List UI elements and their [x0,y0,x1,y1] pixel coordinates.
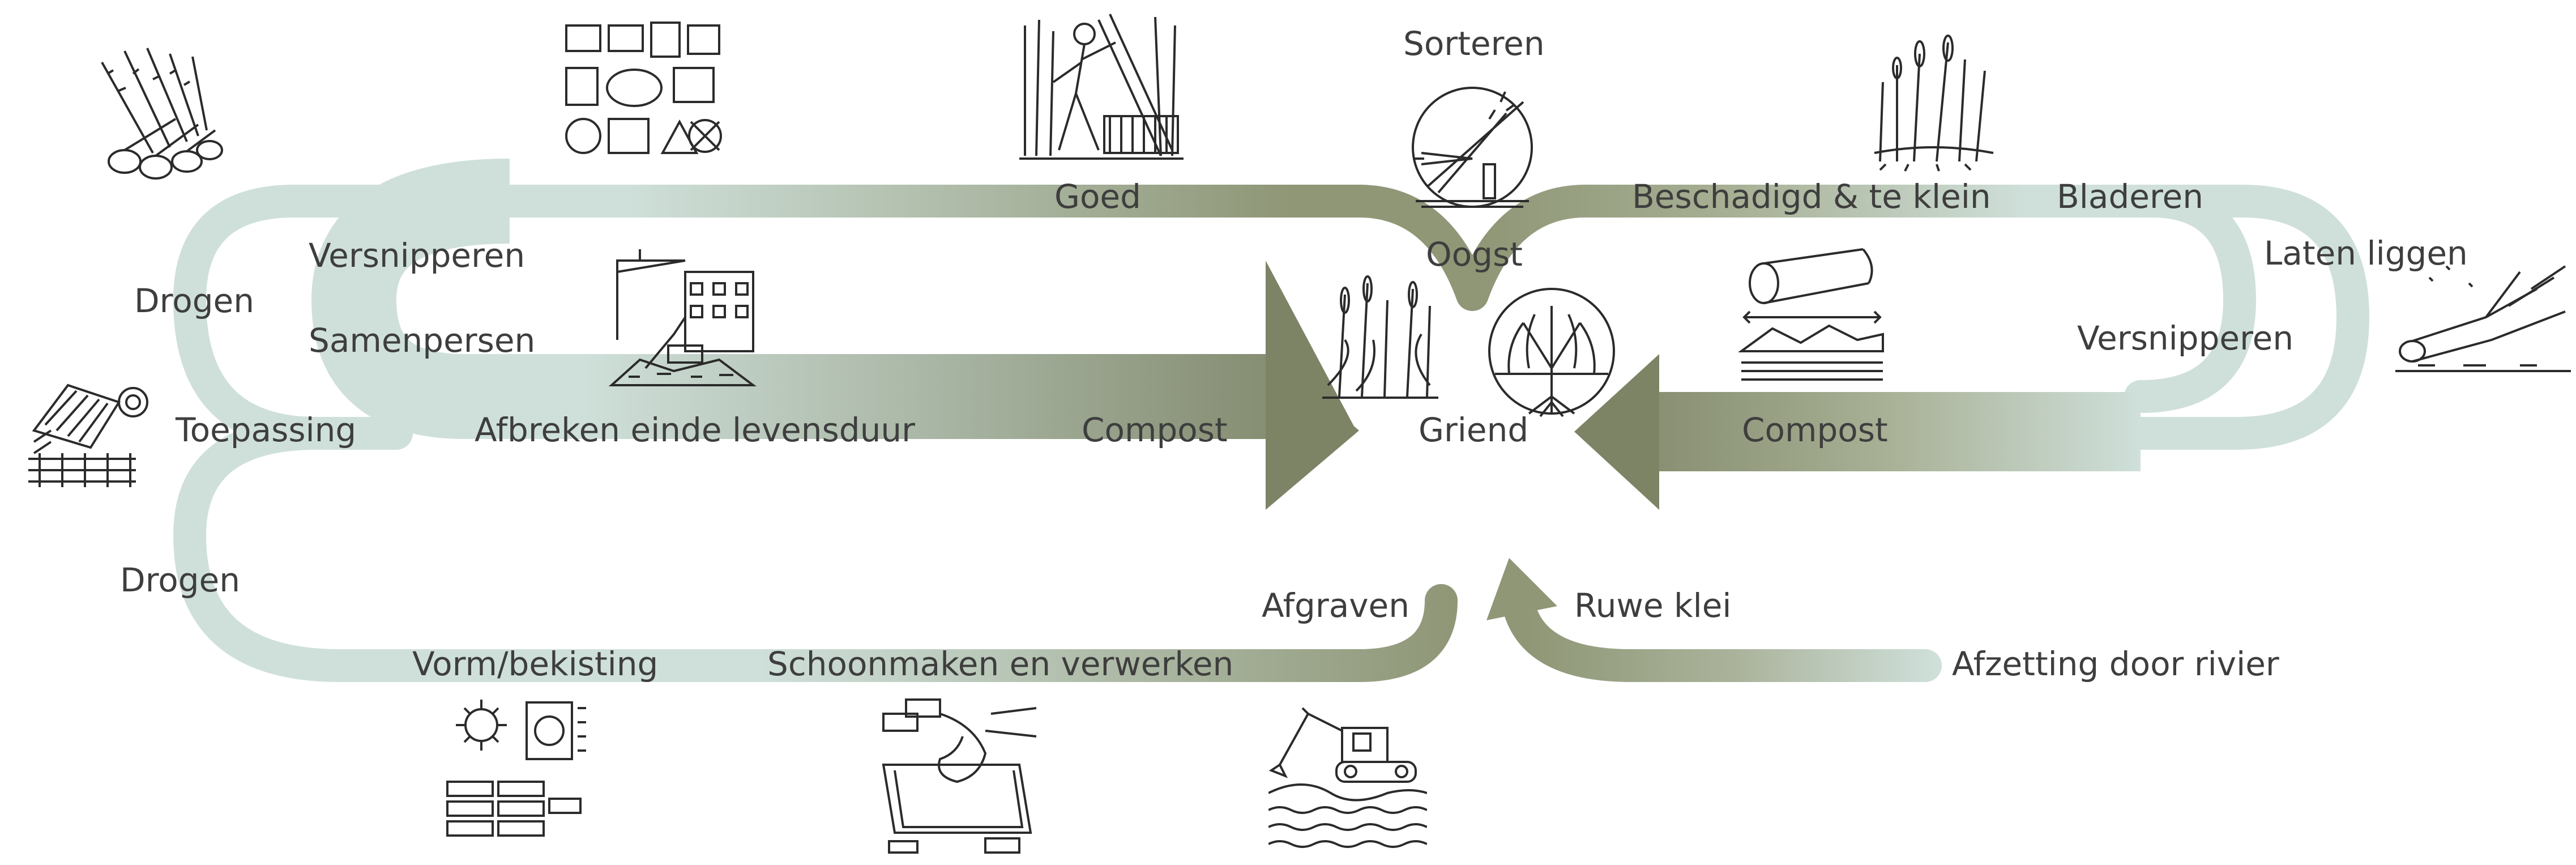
label-afzetting: Afzetting door rivier [1952,645,2279,683]
sun-drying-bricks-icon [446,700,586,837]
label-bladeren: Bladeren [2057,177,2203,216]
river-arrowhead [1486,558,1557,620]
label-goed: Goed [1054,177,1141,216]
label-compost-right: Compost [1742,411,1888,449]
label-ruwe-klei: Ruwe klei [1574,586,1732,625]
bladeren-outer-loop [2113,185,2370,450]
demolition-icon [608,249,757,386]
label-versnipperen-left: Versnipperen [309,236,526,275]
bottom-left-loop [173,417,469,682]
wood-decay-icon [1738,248,1884,381]
label-afgraven: Afgraven [1262,586,1409,625]
label-vorm-bekisting: Vorm/bekisting [412,645,659,683]
label-samenpersen: Samenpersen [309,321,536,360]
label-afbreken: Afbreken einde levensduur [475,411,915,449]
willow-bundles-icon [101,48,223,180]
label-oogst: Oogst [1426,235,1523,274]
label-griend: Griend [1419,411,1529,449]
label-sorteren: Sorteren [1403,24,1545,63]
outer-left-loop [173,185,526,450]
label-beschadigd: Beschadigd & te klein [1632,177,1991,216]
label-versnipperen-right: Versnipperen [2077,319,2294,357]
compost-left-arrowhead-tip [1266,351,1359,510]
reed-mats-icon [28,384,148,487]
label-drogen-top: Drogen [134,282,254,320]
wetland-plants-icon [1874,35,1994,172]
willow-tree-icon [1488,288,1615,417]
excavator-icon [1268,707,1427,848]
fallen-branch-icon [2395,265,2571,372]
clay-molding-icon [882,698,1037,854]
label-toepassing: Toepassing [176,411,357,449]
reed-bed-icon [1322,275,1438,399]
building-materials-icon [565,22,722,154]
river-flow [1501,584,1942,682]
label-compost-left: Compost [1082,411,1228,449]
label-drogen-bottom: Drogen [120,561,240,599]
beschadigd-flow [1456,185,2257,413]
compost-left-flow [311,159,1268,439]
label-laten-liggen: Laten liggen [2264,234,2468,272]
bottom-flow [323,584,1458,682]
compost-right-arrowhead [1574,354,1659,510]
reed-harvester-icon [1019,14,1184,160]
sorting-reed-icon [1412,87,1533,208]
label-schoonmaken: Schoonmaken en verwerken [767,645,1234,683]
